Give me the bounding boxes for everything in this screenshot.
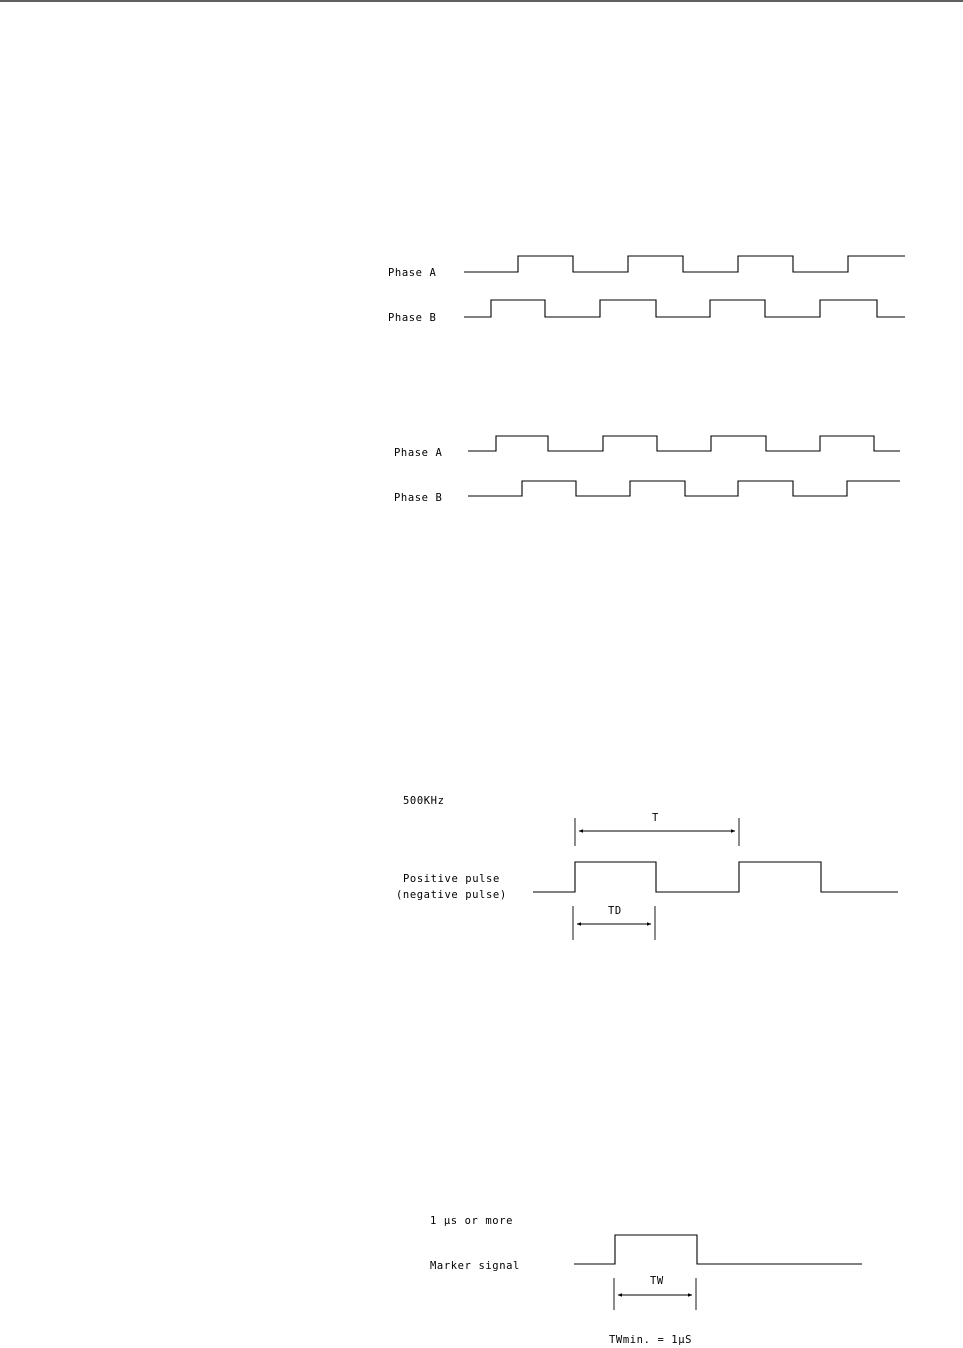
phase-b-waveform (464, 300, 905, 317)
width-label: TW (650, 1275, 664, 1287)
period-label: T (652, 812, 659, 824)
pulse-label-line2: (negative pulse) (396, 889, 507, 901)
phase-a-label: Phase A (394, 447, 443, 459)
phase-a-waveform (468, 436, 900, 451)
phase-a-waveform (464, 256, 905, 272)
width-min-text: TWmin. = 1μS (609, 1334, 692, 1346)
diagram-quadrature-a-leads: Phase A Phase B (394, 436, 900, 504)
pulse-label-line1: Positive pulse (403, 873, 500, 885)
min-width-label: 1 μs or more (430, 1215, 513, 1227)
phase-a-label: Phase A (388, 267, 437, 279)
phase-b-label: Phase B (394, 492, 442, 504)
diagram-marker-signal: 1 μs or more Marker signal TW TWmin. = 1… (430, 1215, 862, 1346)
phase-b-label: Phase B (388, 312, 436, 324)
phase-b-waveform (468, 481, 900, 496)
pulse-waveform (533, 862, 898, 892)
diagram-pulse-train: 500KHz T Positive pulse (negative pulse)… (396, 795, 898, 940)
marker-waveform (574, 1235, 862, 1264)
frequency-label: 500KHz (403, 795, 445, 807)
marker-label: Marker signal (430, 1260, 520, 1272)
diagram-quadrature-b-leads: Phase A Phase B (388, 256, 905, 324)
duration-label: TD (608, 905, 622, 917)
